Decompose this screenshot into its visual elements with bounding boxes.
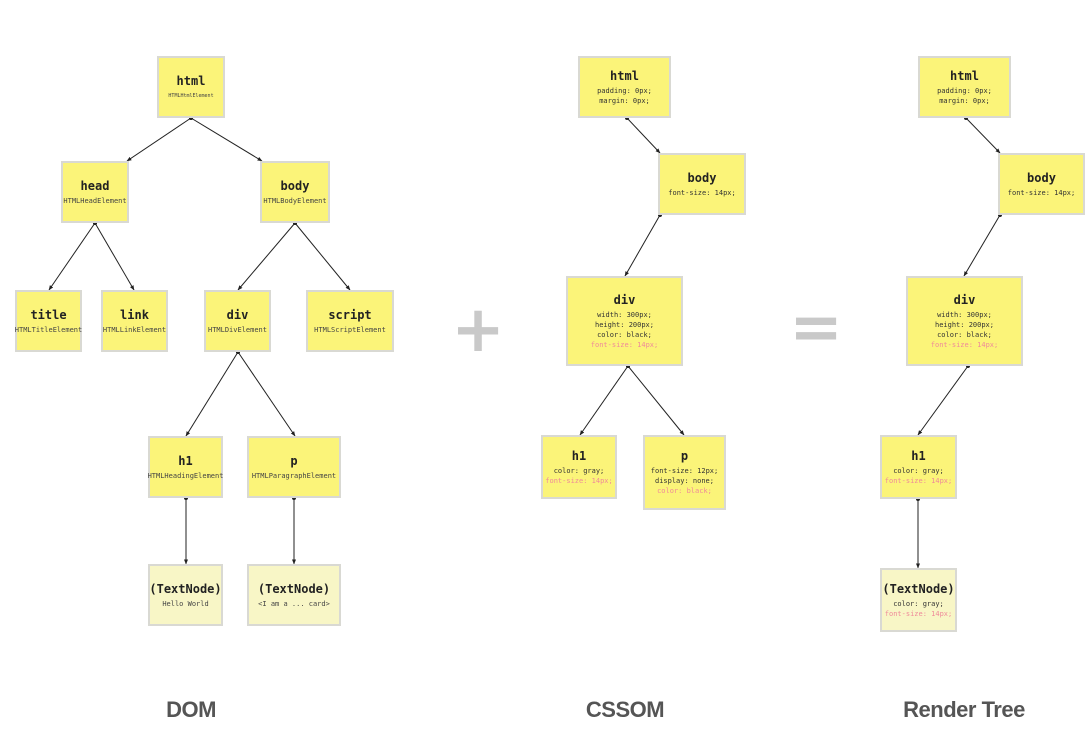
dom-node-script: script HTMLScriptElement: [306, 290, 394, 352]
css-rule: display: none;: [654, 477, 714, 485]
css-rule: margin: 0px;: [599, 96, 650, 105]
css-rule: color: gray;: [893, 466, 944, 475]
node-title: body: [280, 178, 310, 193]
css-rule-inherited: font-size: 14px;: [545, 476, 613, 485]
node-title: body: [1027, 170, 1056, 185]
dom-edge-div-p: [237, 351, 296, 437]
render-node-body: body font-size: 14px;: [998, 153, 1085, 215]
dom-edge-div-h1: [185, 351, 239, 437]
dom-label: DOM: [166, 697, 216, 722]
node-title: link: [120, 307, 149, 322]
node-title: h1: [911, 448, 926, 463]
dom-node-html: html HTMLHtmlElement: [157, 56, 225, 118]
dom-node-body: body HTMLBodyElement: [260, 161, 330, 223]
node-title: div: [953, 292, 976, 307]
render-node-div: div width: 300px; height: 200px; color: …: [906, 276, 1023, 366]
node-title: (TextNode): [149, 581, 222, 596]
node-value: <I am a ... card>: [258, 599, 330, 608]
node-value: Hello World: [162, 599, 209, 608]
dom-edge-head-title: [48, 222, 96, 291]
dom-node-div: div HTMLDivElement: [204, 290, 271, 352]
css-rule: width: 300px;: [597, 310, 652, 319]
cssom-label: CSSOM: [585, 697, 665, 722]
css-rule: padding: 0px;: [937, 86, 992, 95]
node-type: HTMLTitleElement: [14, 325, 83, 334]
dom-node-head: head HTMLHeadElement: [61, 161, 129, 223]
render-node-textnode: (TextNode) color: gray; font-size: 14px;: [880, 568, 957, 632]
render-edge-div-h1: [917, 365, 969, 436]
node-title: p: [290, 453, 298, 468]
node-type: HTMLDivElement: [207, 325, 267, 334]
node-title: title: [30, 307, 67, 322]
css-rule: font-size: 14px;: [1007, 188, 1076, 197]
node-title: div: [613, 292, 636, 307]
cssom-node-p: p font-size: 12px; display: none; color:…: [643, 435, 726, 510]
css-rule: width: 300px;: [937, 310, 992, 319]
css-rule: height: 200px;: [594, 320, 654, 329]
dom-node-textnode-2: (TextNode) <I am a ... card>: [247, 564, 341, 626]
dom-edge-html-head: [126, 117, 192, 162]
node-type: HTMLBodyElement: [263, 196, 327, 205]
node-title: h1: [178, 453, 193, 468]
node-title: (TextNode): [257, 581, 331, 596]
node-type: HTMLParagraphElement: [251, 471, 337, 480]
css-rule: color: gray;: [893, 599, 944, 608]
css-rule: font-size: 14px;: [668, 188, 736, 197]
css-rule: color: gray;: [553, 466, 605, 475]
css-rule: padding: 0px;: [597, 86, 652, 95]
dom-node-textnode-1: (TextNode) Hello World: [148, 564, 223, 626]
node-title: p: [680, 449, 689, 463]
cssom-edge-div-p: [627, 365, 685, 436]
node-type: HTMLLinkElement: [102, 325, 167, 334]
dom-edge-body-script: [294, 222, 351, 291]
css-rule-inherited: color: black;: [657, 487, 712, 495]
css-rule-inherited: font-size: 14px;: [884, 476, 953, 485]
dom-edge-html-body: [190, 117, 263, 162]
render-node-h1: h1 color: gray; font-size: 14px;: [880, 435, 957, 499]
dom-node-title: title HTMLTitleElement: [15, 290, 82, 352]
plus-sign: +: [451, 293, 505, 367]
dom-node-p: p HTMLParagraphElement: [247, 436, 341, 498]
css-rule-inherited: font-size: 14px;: [930, 340, 999, 349]
cssom-node-div: div width: 300px; height: 200px; color: …: [566, 276, 683, 366]
render-node-html: html padding: 0px; margin: 0px;: [918, 56, 1011, 118]
dom-edge-body-div: [237, 222, 296, 291]
css-rule: margin: 0px;: [939, 96, 990, 105]
node-title: html: [610, 68, 639, 83]
dom-node-h1: h1 HTMLHeadingElement: [148, 436, 223, 498]
node-title: head: [80, 178, 110, 193]
node-title: script: [328, 307, 372, 322]
equals-sign: =: [789, 291, 843, 365]
cssom-edge-div-h1: [579, 365, 629, 436]
dom-node-link: link HTMLLinkElement: [101, 290, 168, 352]
node-title: h1: [571, 448, 587, 463]
node-type: HTMLHeadingElement: [147, 471, 224, 480]
css-rule-inherited: font-size: 14px;: [884, 609, 953, 618]
render-tree-label: Render Tree: [903, 697, 1025, 722]
css-rule-inherited: font-size: 14px;: [590, 340, 659, 349]
node-title: body: [687, 170, 717, 185]
node-title: html: [176, 73, 206, 88]
cssom-node-h1: h1 color: gray; font-size: 14px;: [541, 435, 617, 499]
css-rule: color: black;: [597, 330, 652, 339]
css-rule: color: black;: [937, 330, 992, 339]
dom-edge-head-link: [94, 222, 135, 291]
cssom-edge-html-body: [626, 117, 661, 154]
css-rule: font-size: 12px;: [650, 467, 719, 475]
node-type: HTMLScriptElement: [314, 325, 386, 334]
cssom-node-body: body font-size: 14px;: [658, 153, 746, 215]
css-rule: height: 200px;: [934, 320, 994, 329]
node-type: HTMLHtmlElement: [168, 92, 214, 99]
node-title: div: [226, 307, 249, 322]
cssom-node-html: html padding: 0px; margin: 0px;: [578, 56, 671, 118]
cssom-edge-body-div: [624, 214, 661, 277]
render-edge-body-div: [963, 214, 1001, 277]
render-edge-html-body: [965, 117, 1001, 154]
node-title: (TextNode): [882, 581, 955, 596]
node-type: HTMLHeadElement: [63, 196, 127, 205]
node-title: html: [950, 68, 979, 83]
